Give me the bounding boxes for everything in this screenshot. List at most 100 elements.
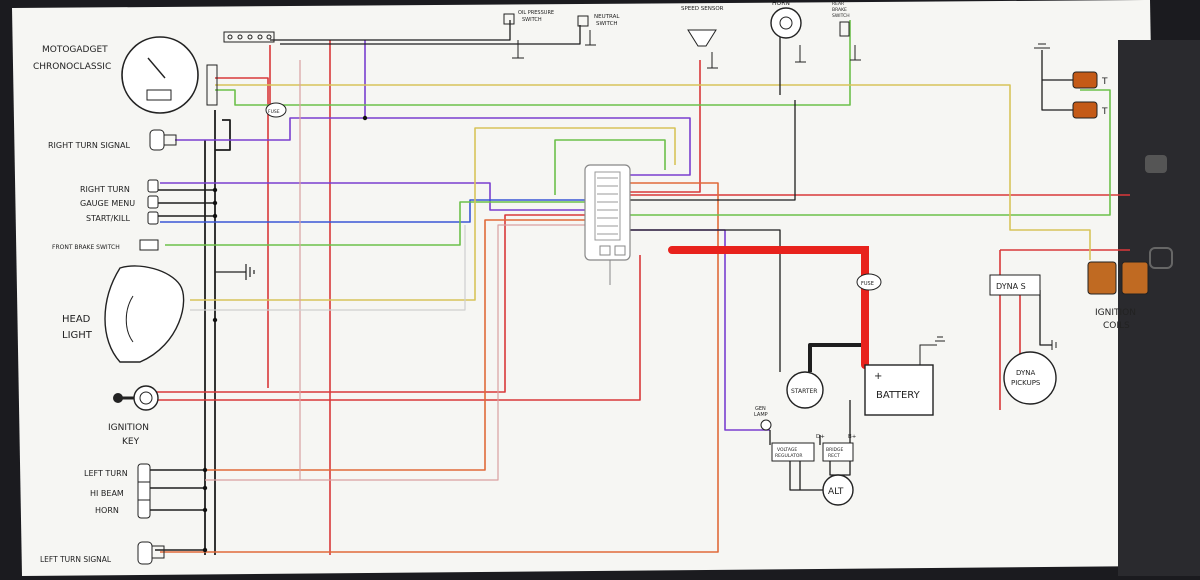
battery-terminal-label: + (874, 371, 882, 382)
wire-green-misc (554, 139, 666, 195)
front-brake-switch-label: FRONT BRAKE SWITCH (52, 244, 120, 251)
battery (864, 336, 945, 416)
gen-lamp (760, 419, 772, 431)
dyna-pickups (1003, 351, 1057, 405)
gen-lamp-label-1: GEN (755, 406, 766, 412)
voltage-regulator-label-1: VOLTAGE (777, 447, 797, 453)
wire-purple-right (175, 117, 691, 176)
headlight (104, 265, 185, 363)
neutral-switch (577, 15, 596, 46)
control-unit (584, 164, 631, 285)
headlight-label-2: LIGHT (62, 330, 93, 341)
b-plus-label: B+ (848, 434, 857, 440)
gauge-fuse (265, 102, 287, 118)
dyna-pickups-label-1: DYNA (1016, 369, 1036, 377)
speed-sensor (687, 29, 718, 69)
rear-brake-switch-label-1: REAR (832, 1, 844, 7)
ignition-key-label-2: KEY (122, 437, 140, 447)
gauge-connector (223, 31, 275, 43)
oil-pressure-switch-label-2: SWITCH (522, 17, 542, 23)
tail-light-label-2: T (1101, 107, 1108, 117)
neutral-switch-label-1: NEUTRAL (594, 14, 620, 20)
tablet-button-home (1149, 247, 1173, 269)
wire-gray-headlight (190, 225, 466, 311)
right-switch-connector (147, 179, 159, 225)
tablet-button (1145, 155, 1167, 173)
right-switch-label-3: START/KILL (86, 214, 130, 223)
junction-dots (202, 115, 368, 553)
neutral-switch-label-2: SWITCH (596, 21, 618, 27)
voltage-regulator (771, 442, 815, 462)
wire-black-ground-pickups (1039, 290, 1052, 346)
starter-label: STARTER (791, 388, 817, 395)
wire-battery-main (668, 246, 869, 369)
horn-label: HORN (772, 0, 790, 7)
ground-pickups (1051, 340, 1057, 350)
front-brake-switch (139, 239, 159, 251)
rear-brake-switch-label-2: BRAKE (832, 7, 847, 13)
gen-lamp-label-2: LAMP (754, 412, 768, 418)
dyna-s-label: DYNA S (996, 282, 1026, 291)
rear-brake-switch-label-3: SWITCH (832, 13, 850, 19)
dyna-s-module (989, 274, 1041, 296)
right-switch-label-2: GAUGE MENU (80, 199, 135, 208)
wire-black-top (270, 15, 796, 372)
ignition-coils (1087, 261, 1149, 295)
left-turn-signal-label: LEFT TURN SIGNAL (40, 555, 112, 564)
wire-green-brake (165, 201, 585, 246)
bridge-rectifier-label-2: RECT (828, 453, 840, 459)
tail-light-label-1: T (1101, 77, 1108, 87)
wire-orange-left (205, 219, 585, 471)
left-switch-connector (137, 463, 151, 519)
wire-red-right (630, 60, 1130, 410)
diagram-paper (12, 0, 1160, 576)
voltage-regulator-label-2: REGULATOR (775, 453, 803, 459)
wire-orange-bottom (160, 182, 719, 553)
ignition-coils-label-2: COILS (1103, 321, 1130, 331)
left-switch-label-2: HI BEAM (90, 489, 124, 498)
right-turn-signal (149, 129, 177, 151)
wire-blue (160, 199, 585, 223)
wire-yellow-headlight (190, 127, 676, 301)
left-turn-signal (137, 541, 165, 565)
tail-lights (1034, 43, 1098, 119)
dyna-pickups-label-2: PICKUPS (1011, 379, 1041, 387)
main-fuse-label: FUSE (861, 281, 874, 287)
d-plus-label: D+ (816, 434, 825, 440)
gauge-fuse-label: FUSE (268, 109, 280, 115)
wire-green-rear (630, 89, 1111, 216)
wire-yellow-top (215, 84, 1091, 260)
wire-pink (205, 60, 585, 481)
bridge-rectifier-label-1: BRIDGE (826, 447, 843, 453)
ground-symbol (215, 264, 255, 280)
gauge-chronoclassic (121, 36, 218, 114)
left-switch-label-1: LEFT TURN (84, 469, 128, 478)
wire-purple-switch (160, 182, 585, 211)
ignition-key (113, 385, 159, 411)
horn (770, 7, 806, 63)
rear-brake-switch (839, 21, 861, 61)
gauge-label-2: CHRONOCLASSIC (33, 62, 111, 72)
battery-label: BATTERY (876, 390, 921, 401)
speed-sensor-label: SPEED SENSOR (681, 6, 724, 12)
main-fuse (856, 273, 882, 291)
left-switch-label-3: HORN (95, 506, 119, 515)
wire-green-gauge (215, 20, 851, 106)
oil-pressure-switch (503, 13, 524, 59)
starter (786, 371, 824, 409)
wire-black-bus (150, 189, 215, 551)
bridge-rectifier (822, 442, 854, 462)
alternator (822, 474, 854, 506)
ignition-key-label-1: IGNITION (108, 423, 149, 433)
oil-pressure-switch-label-1: OIL PRESSURE (518, 10, 554, 16)
gauge-label-1: MOTOGADGET (42, 45, 108, 55)
alternator-label: ALT (828, 487, 844, 497)
wire-red-main (150, 40, 641, 555)
ignition-coils-label-1: IGNITION (1095, 308, 1136, 318)
headlight-label-1: HEAD (62, 314, 91, 325)
right-turn-signal-label: RIGHT TURN SIGNAL (48, 141, 130, 150)
tablet-bezel (1118, 40, 1200, 576)
right-switch-label-1: RIGHT TURN (80, 185, 130, 194)
